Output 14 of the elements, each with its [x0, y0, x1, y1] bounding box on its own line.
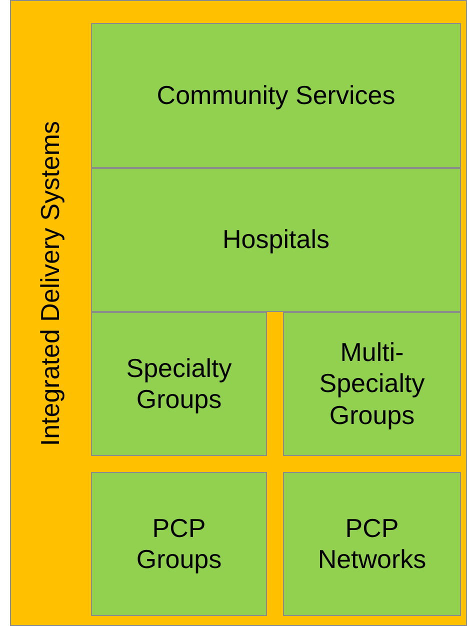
container-title: Integrated Delivery Systems: [35, 121, 66, 446]
block-box: [91, 312, 267, 456]
block-box: [91, 168, 461, 312]
container-box: [10, 0, 467, 626]
block-label: Hospitals: [222, 224, 330, 256]
block-label: Multi-Specialty Groups: [318, 337, 426, 431]
block-box: [283, 472, 461, 616]
block-label: PCP Networks: [316, 512, 428, 576]
block-label: Specialty Groups: [125, 352, 233, 416]
block-box: [91, 23, 461, 168]
block-box: [283, 312, 461, 456]
block-label: Community Services: [156, 80, 396, 112]
block-label: PCP Groups: [135, 512, 223, 576]
block-box: [91, 472, 267, 616]
